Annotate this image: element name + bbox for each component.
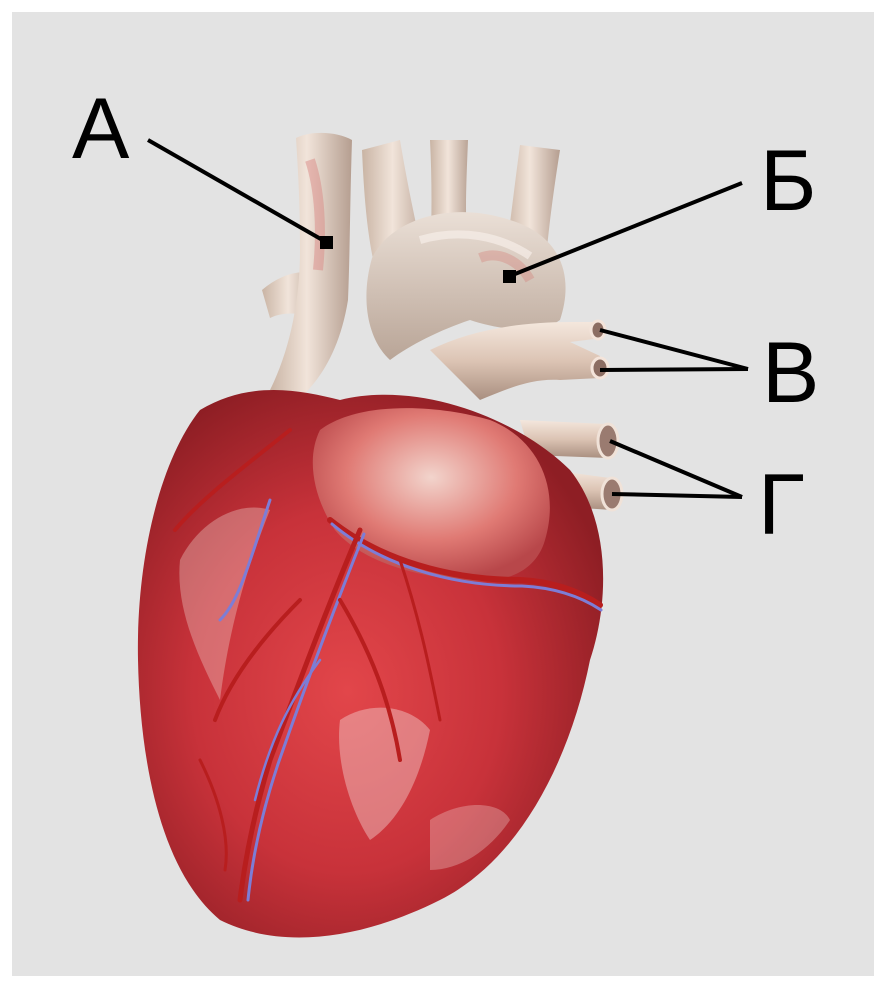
label-c: В [762, 330, 819, 416]
marker-b [503, 270, 516, 283]
label-b: Б [760, 138, 816, 224]
marker-a [320, 236, 333, 249]
label-d: Г [758, 462, 805, 548]
pointer-c-lower [600, 369, 748, 370]
label-a: А [72, 86, 129, 172]
